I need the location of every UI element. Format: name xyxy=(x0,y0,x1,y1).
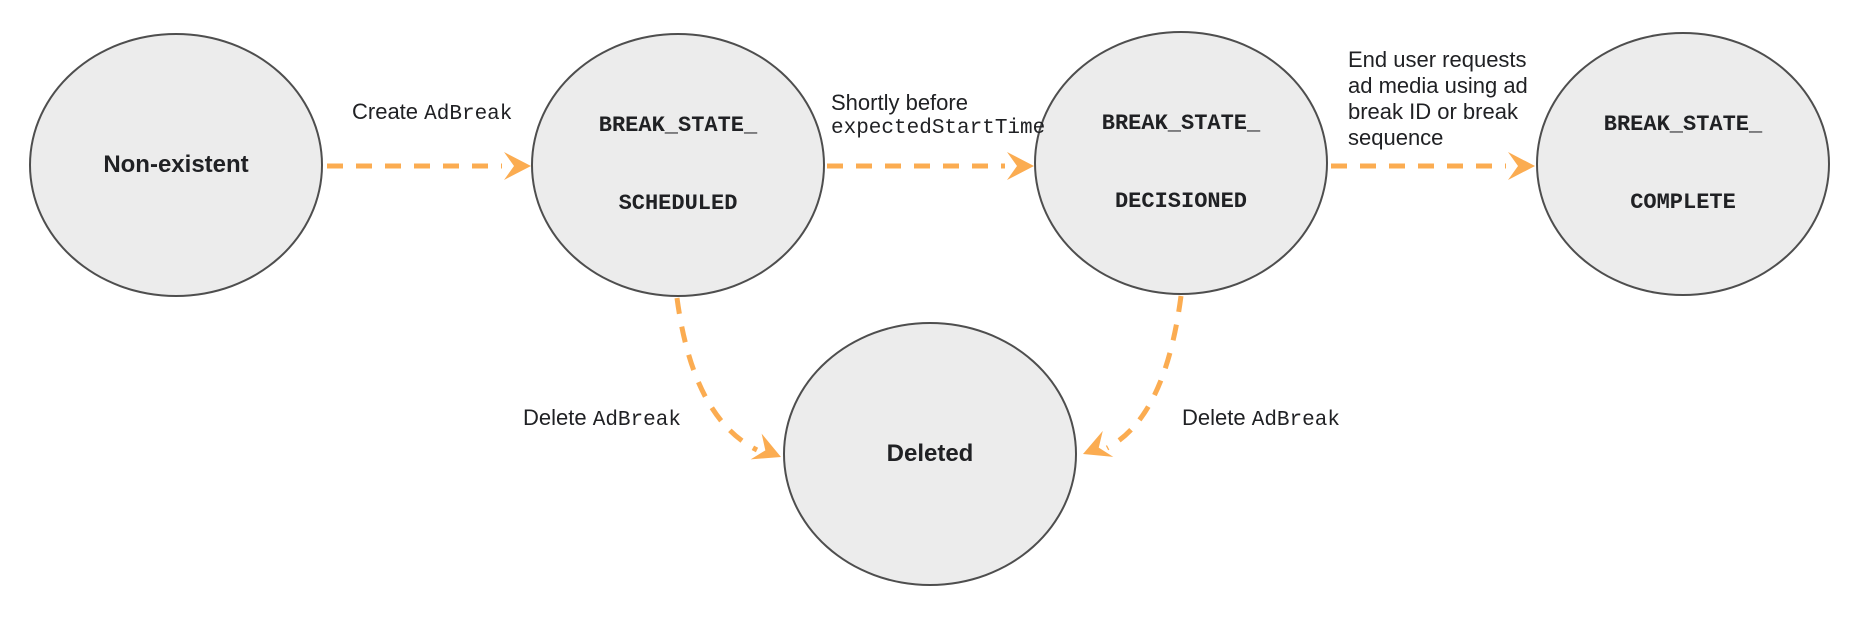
state-label-non-existent: Non-existent xyxy=(103,151,249,178)
state-label-line1: BREAK_STATE_ xyxy=(1101,111,1261,136)
edge-label-code: AdBreak xyxy=(424,103,513,126)
edge-label-code: expectedStartTime xyxy=(831,117,1046,140)
state-node-break-state-complete: BREAK_STATE_ COMPLETE xyxy=(1536,32,1830,296)
edge-label-code: AdBreak xyxy=(592,409,681,432)
state-label-deleted: Deleted xyxy=(886,440,974,467)
edge-label-line1: End user requests xyxy=(1348,47,1527,72)
edge-label-line2: ad media using ad xyxy=(1348,73,1528,98)
state-node-non-existent: Non-existent xyxy=(29,33,323,297)
edge-label-text: Delete xyxy=(523,405,593,430)
edge-label-text: Shortly before xyxy=(831,90,968,115)
edge-create-arrowhead-icon xyxy=(504,152,531,180)
edge-delete-right-line xyxy=(1105,295,1184,451)
edge-complete-arrowhead-icon xyxy=(1508,152,1535,180)
state-label-line2: SCHEDULED xyxy=(618,191,738,216)
state-label-break-state-complete: BREAK_STATE_ COMPLETE xyxy=(1604,60,1762,268)
state-label-line2: DECISIONED xyxy=(1114,189,1248,214)
edge-label-delete-adbreak-left: Delete AdBreak xyxy=(523,405,681,434)
edge-label-code: AdBreak xyxy=(1251,409,1340,432)
state-label-line1: BREAK_STATE_ xyxy=(598,113,758,138)
edge-label-text: Delete xyxy=(1182,405,1252,430)
edge-label-line3: break ID or break xyxy=(1348,99,1518,124)
state-label-break-state-scheduled: BREAK_STATE_ SCHEDULED xyxy=(599,61,757,269)
edge-label-delete-adbreak-right: Delete AdBreak xyxy=(1182,405,1340,434)
state-label-break-state-decisioned: BREAK_STATE_ DECISIONED xyxy=(1102,59,1260,267)
edge-label-text: Create xyxy=(352,99,425,124)
edge-delete-left-line xyxy=(674,297,759,453)
edge-label-line4: sequence xyxy=(1348,125,1444,150)
state-label-line2: COMPLETE xyxy=(1630,190,1736,215)
state-node-break-state-decisioned: BREAK_STATE_ DECISIONED xyxy=(1034,31,1328,295)
edge-label-create-adbreak: Create AdBreak xyxy=(352,99,512,128)
edge-label-end-user-requests: End user requests ad media using ad brea… xyxy=(1348,47,1528,151)
edge-decision-arrowhead-icon xyxy=(1007,152,1034,180)
state-node-deleted: Deleted xyxy=(783,322,1077,586)
edge-delete-left-arrowhead-icon xyxy=(750,433,781,460)
edge-delete-right-arrowhead-icon xyxy=(1083,430,1114,457)
edge-label-shortly-before: Shortly before expectedStartTime xyxy=(831,90,1045,142)
state-label-line1: BREAK_STATE_ xyxy=(1603,112,1763,137)
state-node-break-state-scheduled: BREAK_STATE_ SCHEDULED xyxy=(531,33,825,297)
